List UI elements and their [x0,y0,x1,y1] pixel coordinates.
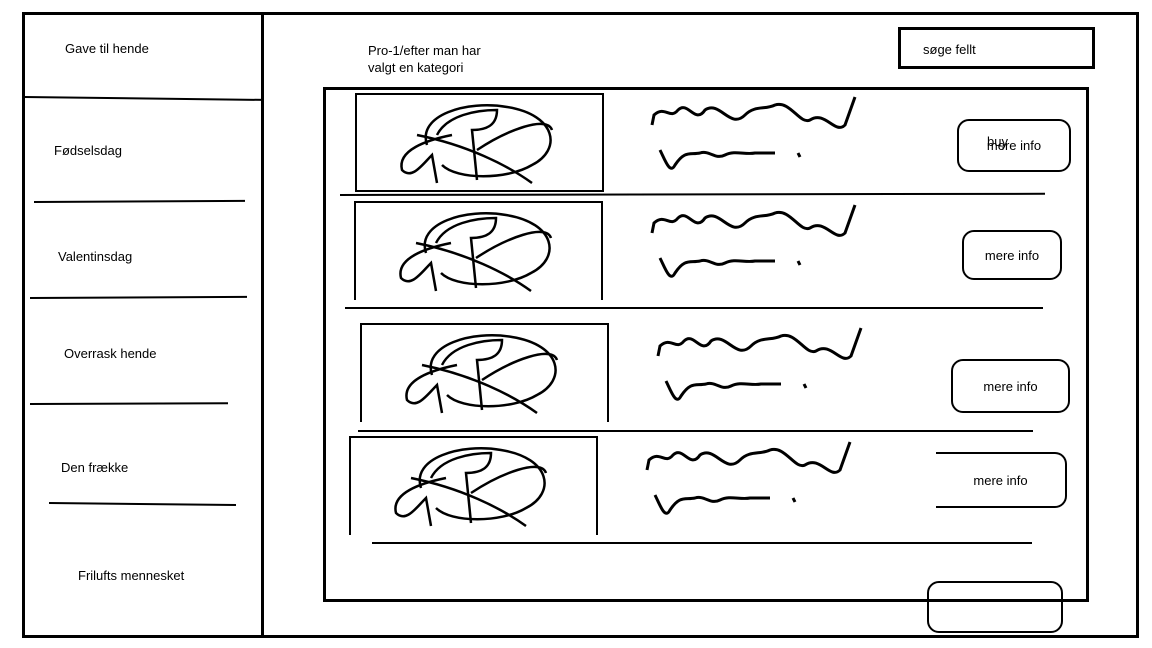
row-separator [372,542,1032,544]
product-image-sketch [405,334,559,415]
sidebar-item-gave-til-hende[interactable]: Gave til hende [65,41,149,56]
sidebar-item-fodselsdag[interactable]: Fødselsdag [54,143,122,158]
product-description-scribble [645,441,852,515]
breadcrumb-line: valgt en kategori [368,60,464,75]
product-image[interactable] [355,93,604,192]
window-frame [22,12,1139,638]
product-image[interactable] [349,436,598,535]
product-description-scribble [656,327,863,401]
row-separator [345,307,1043,309]
search-input[interactable]: søge fellt [898,27,1095,69]
mere-info-button[interactable]: mere info [962,230,1062,280]
product-description-scribble [650,204,857,278]
sidebar-item-den-frakke[interactable]: Den frække [61,460,129,475]
product-image[interactable] [354,201,603,300]
product-description-scribble [650,96,857,170]
sidebar-item-frilufts-mennesket[interactable]: Frilufts mennesket [78,568,185,583]
product-image-sketch [394,447,548,528]
mere-info-button[interactable]: mere info [936,452,1067,508]
mere-info-button[interactable]: mere info [957,119,1071,172]
buy-label: buy [987,134,1008,149]
row-separator [358,430,1033,432]
sidebar-item-valentinsdag[interactable]: Valentinsdag [58,249,133,264]
product-image[interactable] [360,323,609,422]
footer-button[interactable] [927,581,1063,633]
product-image-sketch [399,212,553,293]
mere-info-button[interactable]: mere info [951,359,1070,413]
sidebar-divider [261,12,264,637]
sidebar-item-overrask-hende[interactable]: Overrask hende [64,346,157,361]
breadcrumb-line: Pro-1/efter man har [368,43,481,58]
product-list [323,87,1089,602]
product-image-sketch [400,104,554,185]
search-placeholder: søge fellt [923,42,976,57]
breadcrumb: Pro-1/efter man har valgt en kategori [368,42,538,76]
